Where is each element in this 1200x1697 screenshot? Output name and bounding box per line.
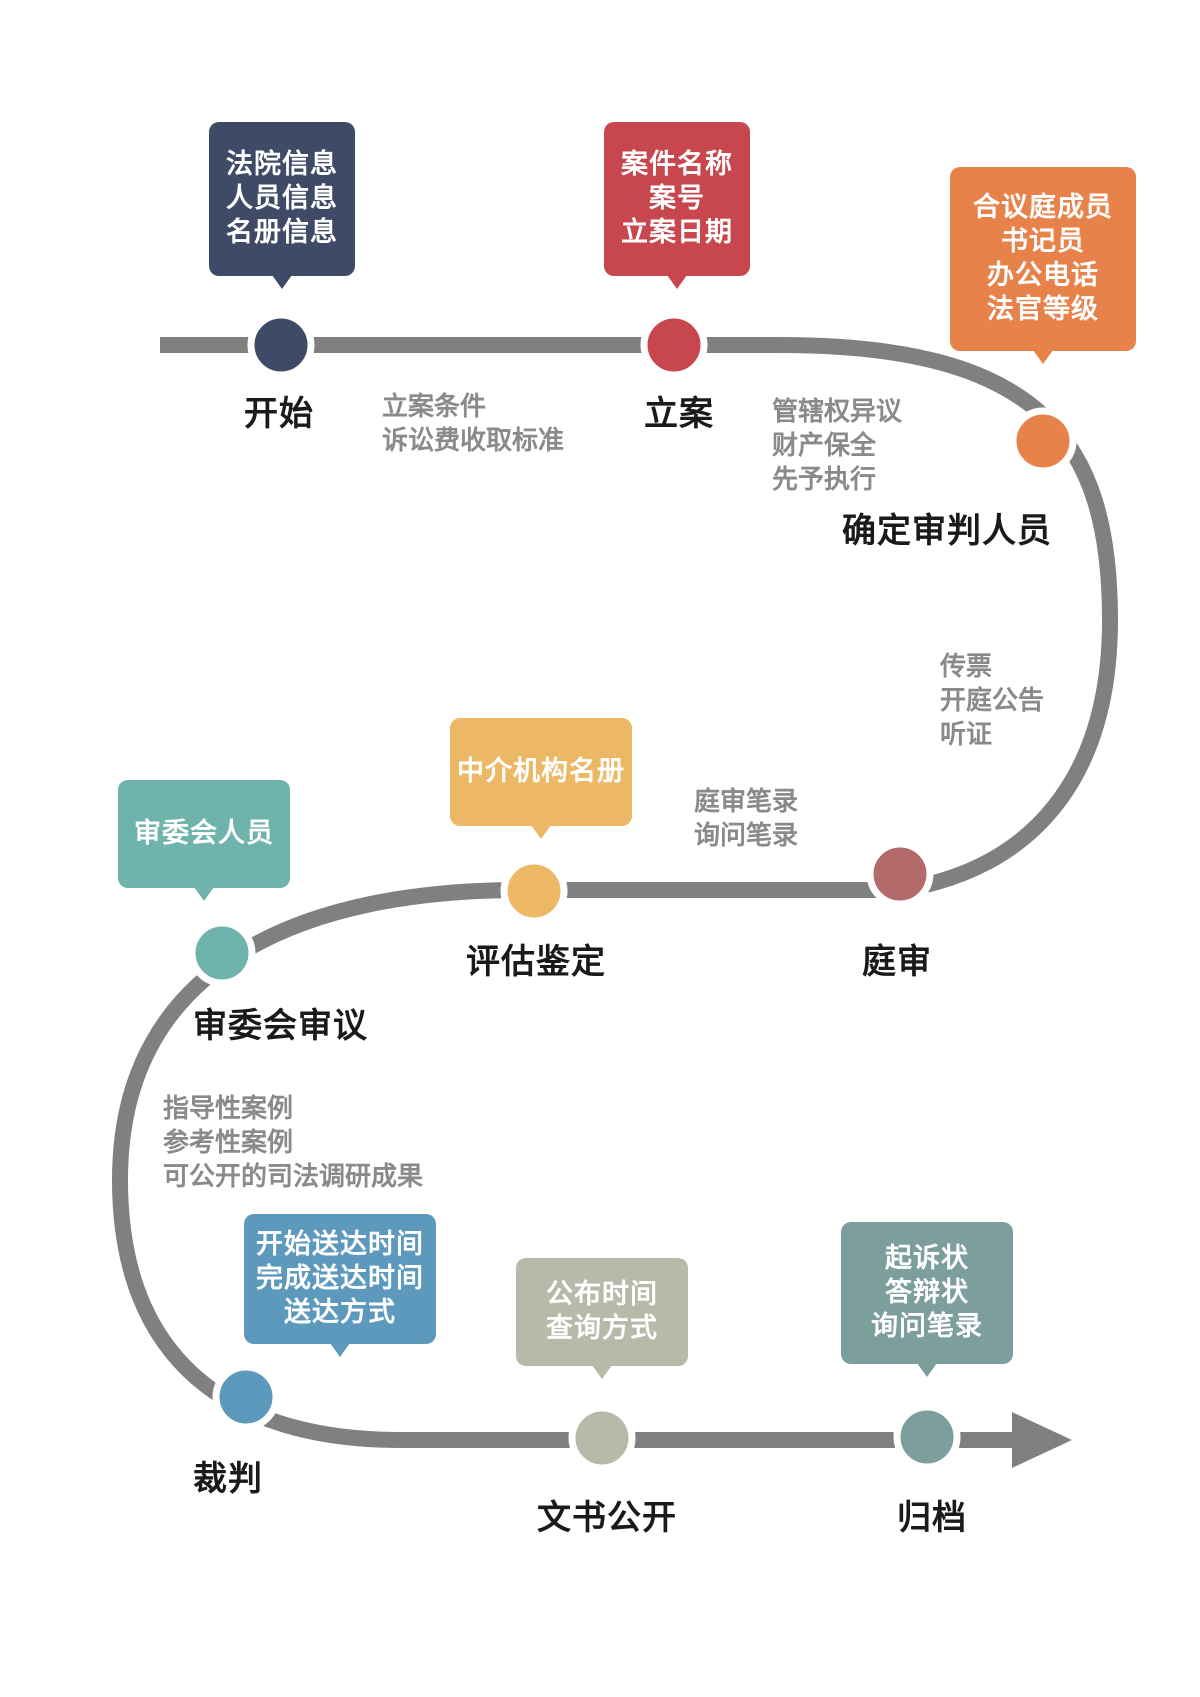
bubble-line: 法院信息 <box>226 149 338 180</box>
bubble-committee-info: 审委会人员 <box>118 780 290 901</box>
bubble-line: 案件名称 <box>621 149 733 180</box>
flow-arrowhead <box>1012 1412 1072 1468</box>
note-line: 财产保全 <box>772 431 877 461</box>
bubble-line: 答辩状 <box>885 1277 969 1308</box>
bubble-line: 审委会人员 <box>134 818 274 849</box>
note-line: 立案条件 <box>382 392 487 422</box>
stage-node-trial <box>866 840 934 908</box>
note-line: 庭审笔录 <box>694 787 799 817</box>
stage-node-filing <box>640 311 708 379</box>
note-line: 询问笔录 <box>694 821 799 851</box>
bubble-line: 开始送达时间 <box>256 1229 424 1260</box>
stage-label-filing: 立案 <box>644 394 714 434</box>
bubble-line: 询问笔录 <box>871 1311 983 1342</box>
bubble-filing-info: 案件名称案号立案日期 <box>604 122 750 289</box>
note-line: 指导性案例 <box>163 1094 294 1124</box>
note-line: 管辖权异议 <box>772 397 903 427</box>
bubble-line: 立案日期 <box>621 217 733 248</box>
note-line: 先予执行 <box>772 465 877 495</box>
bubble-line: 案号 <box>649 183 705 214</box>
bubble-archive-info: 起诉状答辩状询问笔录 <box>841 1222 1013 1377</box>
stage-node-start <box>247 311 315 379</box>
bubble-line: 法官等级 <box>987 294 1099 325</box>
bubble-publish-info: 公布时间查询方式 <box>516 1258 688 1379</box>
bubble-start-info: 法院信息人员信息名册信息 <box>209 122 355 289</box>
note-line: 诉讼费收取标准 <box>382 426 565 456</box>
bubble-judges-info: 合议庭成员书记员办公电话法官等级 <box>950 167 1136 364</box>
note-records: 庭审笔录询问笔录 <box>694 785 798 853</box>
note-line: 开庭公告 <box>940 686 1045 716</box>
bubble-line: 查询方式 <box>546 1313 658 1344</box>
bubble-line: 办公电话 <box>987 260 1099 291</box>
bubble-line: 合议庭成员 <box>973 192 1113 223</box>
note-cases: 指导性案例参考性案例可公开的司法调研成果 <box>163 1092 423 1194</box>
bubble-line: 书记员 <box>1001 226 1085 257</box>
stage-node-appraisal <box>500 857 568 925</box>
stage-node-publish <box>568 1404 636 1472</box>
note-summons: 传票开庭公告听证 <box>940 650 1044 752</box>
stage-node-committee <box>188 919 256 987</box>
bubble-judgment-info: 开始送达时间完成送达时间送达方式 <box>244 1214 436 1357</box>
note-filing-conditions: 立案条件诉讼费收取标准 <box>382 390 564 458</box>
stage-label-judges: 确定审判人员 <box>842 511 1052 551</box>
stage-label-start: 开始 <box>244 394 314 434</box>
note-line: 听证 <box>940 720 993 750</box>
note-line: 传票 <box>940 652 993 682</box>
stage-label-publish: 文书公开 <box>537 1498 677 1538</box>
stage-label-trial: 庭审 <box>862 942 932 982</box>
note-jurisdiction: 管辖权异议财产保全先予执行 <box>772 395 902 497</box>
stage-label-appraisal: 评估鉴定 <box>466 942 606 982</box>
stage-label-judgment: 裁判 <box>193 1459 263 1499</box>
bubble-appraisal-info: 中介机构名册 <box>450 718 632 839</box>
stage-node-judges <box>1009 407 1077 475</box>
stage-node-archive <box>893 1403 961 1471</box>
bubble-line: 人员信息 <box>226 183 338 214</box>
stage-label-archive: 归档 <box>897 1498 967 1538</box>
bubble-line: 送达方式 <box>284 1297 396 1328</box>
note-line: 可公开的司法调研成果 <box>163 1162 424 1192</box>
bubble-line: 公布时间 <box>546 1279 658 1310</box>
bubble-line: 名册信息 <box>226 217 338 248</box>
bubble-line: 完成送达时间 <box>256 1263 424 1294</box>
bubble-line: 起诉状 <box>885 1243 969 1274</box>
stage-node-judgment <box>212 1363 280 1431</box>
bubble-line: 中介机构名册 <box>457 756 625 787</box>
note-line: 参考性案例 <box>163 1128 294 1158</box>
stage-label-committee: 审委会审议 <box>193 1006 368 1046</box>
